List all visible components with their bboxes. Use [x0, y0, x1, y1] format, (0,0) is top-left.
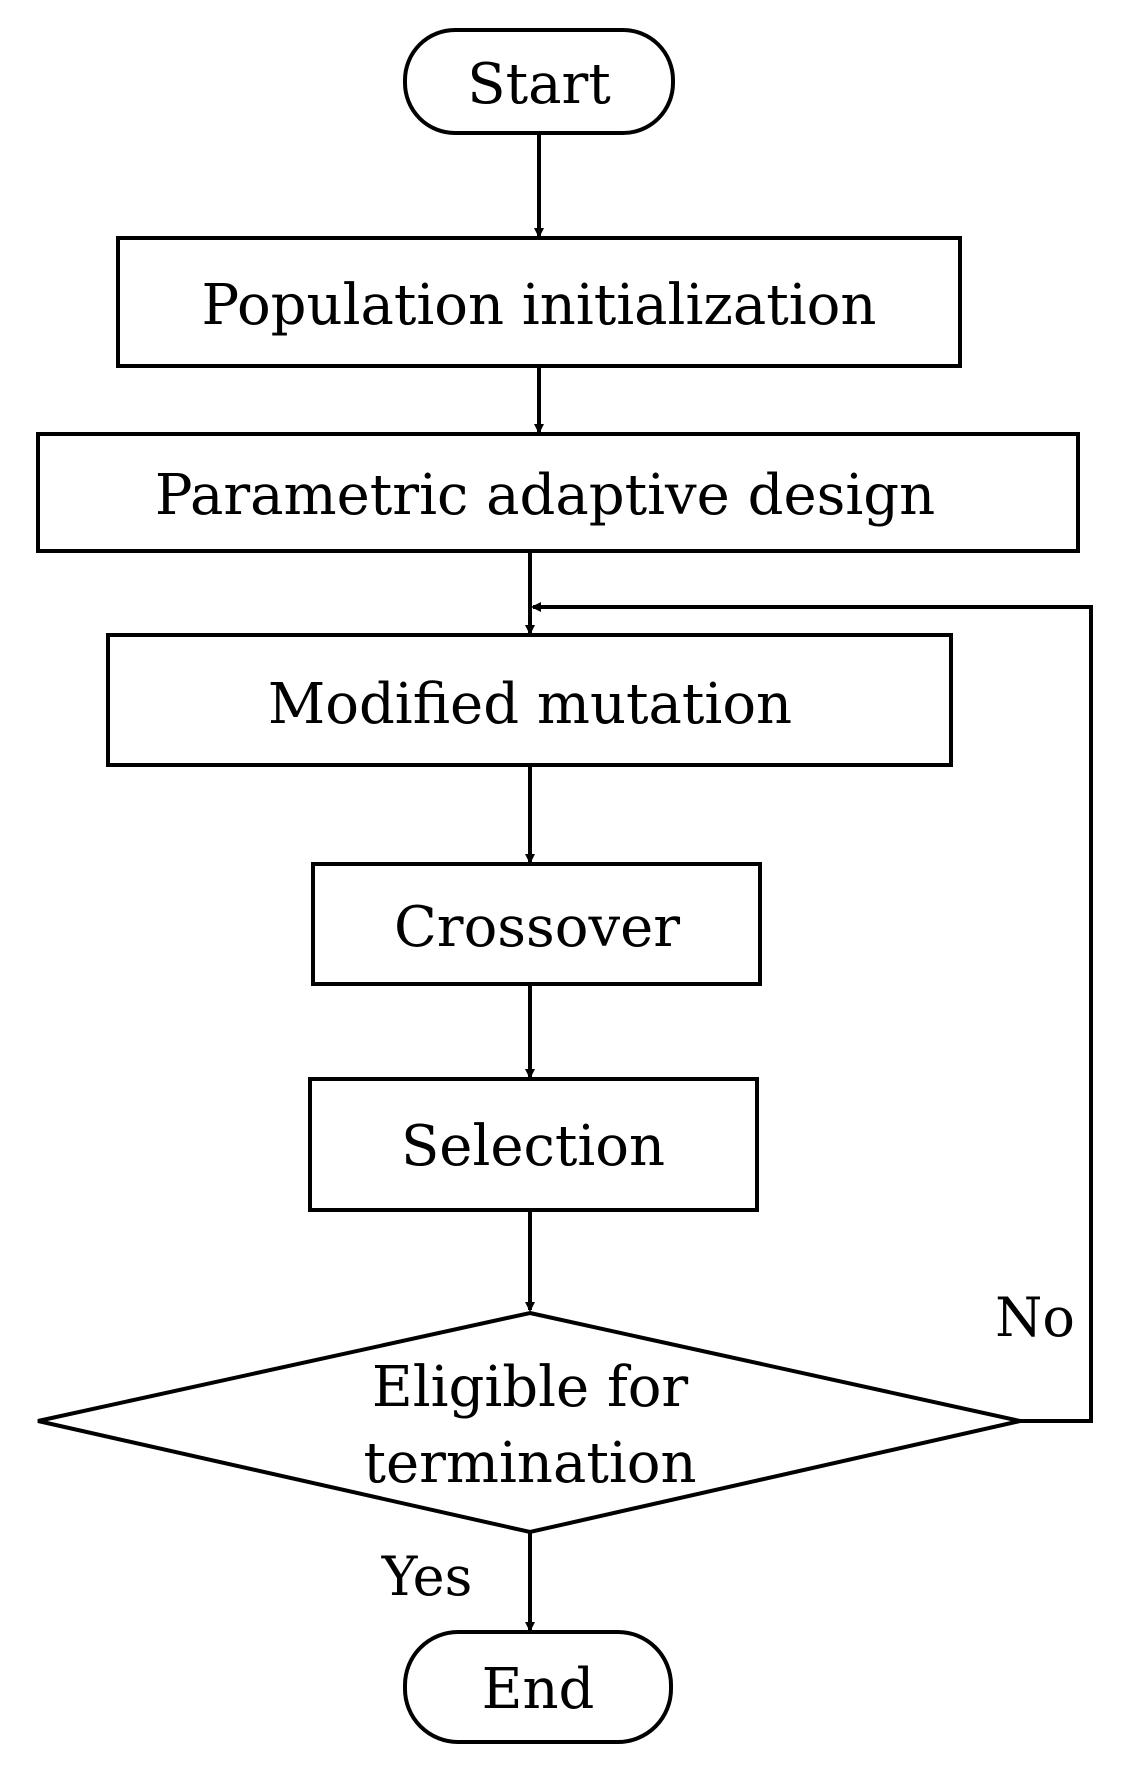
decision-line-1: Eligible for [372, 1355, 689, 1420]
decision-termination: Eligible for termination [37, 1310, 1021, 1535]
end-label: End [482, 1657, 595, 1722]
arrow-no-loop [531, 602, 1093, 1423]
step-crossover: Crossover [311, 862, 762, 986]
decision-line-2: termination [363, 1431, 696, 1496]
step-parametric-adaptive-design: Parametric adaptive design [36, 432, 1080, 553]
end-node: End [403, 1630, 673, 1744]
start-node: Start [403, 28, 675, 135]
step-crossover-label: Crossover [394, 895, 680, 960]
step-modified-mutation: Modified mutation [106, 633, 953, 767]
step-population-initialization: Population initialization [116, 236, 962, 368]
start-label: Start [467, 52, 611, 117]
step-selection: Selection [308, 1077, 759, 1212]
step-population-initialization-label: Population initialization [202, 273, 877, 338]
step-parametric-adaptive-design-label: Parametric adaptive design [155, 463, 935, 528]
step-modified-mutation-label: Modified mutation [268, 672, 792, 737]
yes-label: Yes [381, 1545, 473, 1608]
step-selection-label: Selection [401, 1114, 665, 1179]
no-label: No [995, 1286, 1075, 1349]
